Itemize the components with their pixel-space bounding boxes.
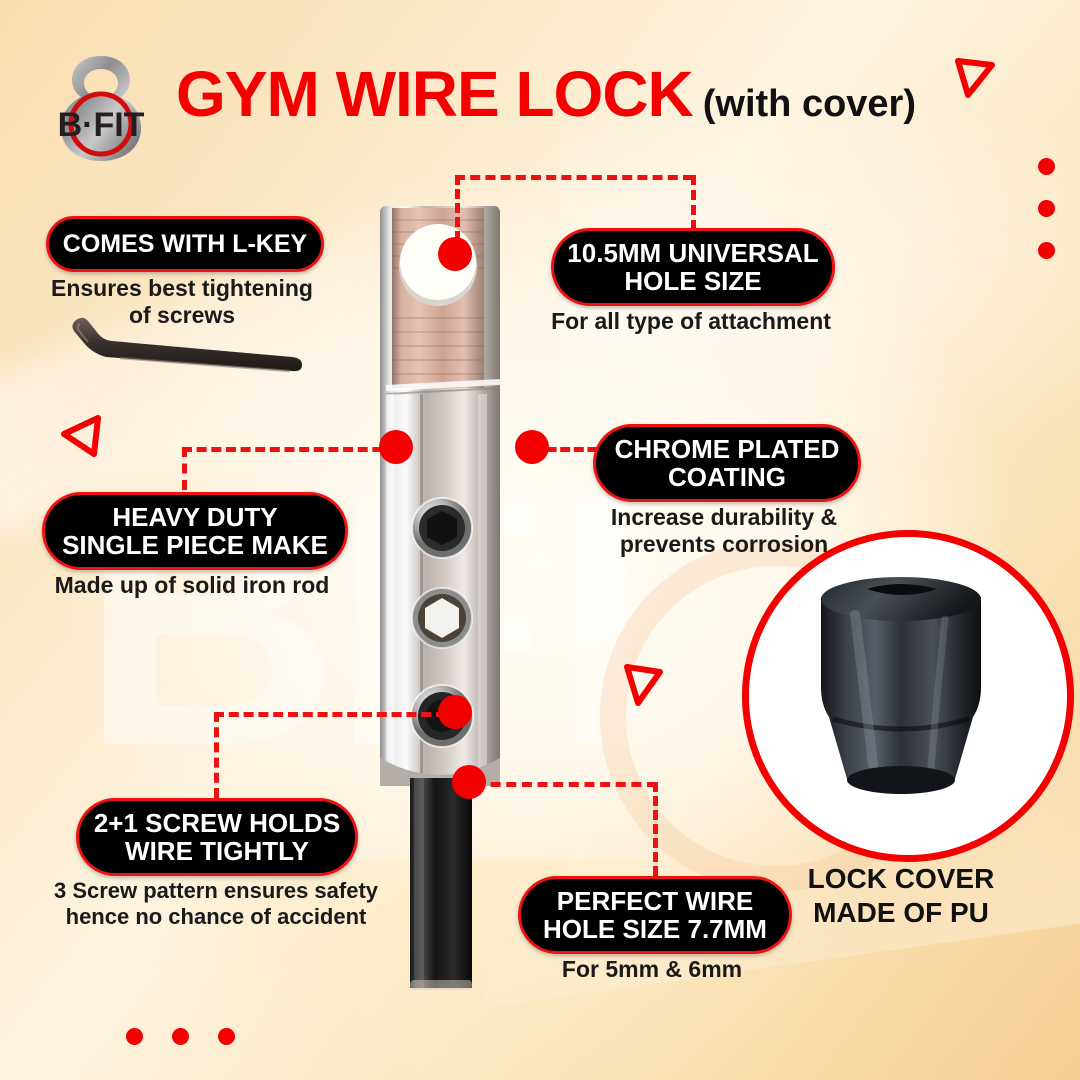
title-main: GYM WIRE LOCK <box>176 58 694 130</box>
caption-line: For all type of attachment <box>551 308 831 334</box>
feature-badge-hole-size: 10.5MM UNIVERSAL HOLE SIZE <box>551 228 835 306</box>
decor-triangle-icon <box>624 664 663 706</box>
decor-dot <box>126 1028 143 1045</box>
decor-dot <box>1038 200 1055 217</box>
feature-title-line2: COATING <box>668 462 786 492</box>
brand-logo-text: B·FIT <box>58 106 145 144</box>
feature-badge-wire-hole: PERFECT WIRE HOLE SIZE 7.7MM <box>518 876 792 954</box>
caption-line: hence no chance of accident <box>65 903 367 929</box>
lock-cover-label: LOCK COVER MADE OF PU <box>742 862 1060 930</box>
feature-badge-heavy-duty: HEAVY DUTY SINGLE PIECE MAKE <box>42 492 348 570</box>
title-subtitle: (with cover) <box>702 83 916 125</box>
decor-dot <box>218 1028 235 1045</box>
callout-dot <box>438 695 472 729</box>
connector-line <box>475 782 657 787</box>
feature-title-line2: HOLE SIZE 7.7MM <box>543 914 767 944</box>
caption-line: For 5mm & 6mm <box>561 956 743 982</box>
connector-line <box>182 447 187 490</box>
feature-caption-l-key: Ensures best tightening of screws <box>36 275 328 329</box>
caption-line: 3 Screw pattern ensures safety <box>53 878 379 903</box>
caption-line: prevents corrosion <box>619 531 829 558</box>
feature-caption-chrome: Increase durability & prevents corrosion <box>588 504 860 558</box>
feature-caption-wire-hole: For 5mm & 6mm <box>518 956 786 983</box>
callout-dot <box>379 430 413 464</box>
decor-dot <box>1038 158 1055 175</box>
connector-line <box>455 175 693 180</box>
connector-line <box>653 782 658 876</box>
page-title: GYM WIRE LOCK (with cover) <box>176 62 916 126</box>
lock-cover-image <box>742 530 1074 862</box>
feature-title-line1: HEAVY DUTY <box>112 501 278 532</box>
feature-badge-l-key: COMES WITH L-KEY <box>46 216 324 272</box>
cover-label-line: MADE OF PU <box>813 897 989 929</box>
feature-title-line1: 10.5MM UNIVERSAL <box>567 237 819 268</box>
feature-title-line2: SINGLE PIECE MAKE <box>62 530 328 560</box>
decor-dot <box>172 1028 189 1045</box>
decor-dot <box>1038 242 1055 259</box>
feature-title-line2: HOLE SIZE <box>624 266 762 296</box>
decor-triangle-icon <box>61 415 101 457</box>
feature-caption-screws: 3 Screw pattern ensures safety hence no … <box>42 878 390 930</box>
connector-line <box>533 447 611 452</box>
callout-dot <box>515 430 549 464</box>
callout-dot <box>452 765 486 799</box>
caption-line: of screws <box>128 302 236 329</box>
feature-caption-heavy-duty: Made up of solid iron rod <box>36 572 348 599</box>
caption-line: Increase durability & <box>610 504 838 530</box>
connector-line <box>691 175 696 230</box>
connector-line <box>214 712 446 717</box>
caption-line: Made up of solid iron rod <box>54 572 330 598</box>
decor-triangle-icon <box>955 58 995 98</box>
feature-badge-chrome: CHROME PLATED COATING <box>593 424 861 502</box>
feature-title-line1: CHROME PLATED <box>614 433 840 464</box>
feature-caption-hole-size: For all type of attachment <box>546 308 836 335</box>
allen-key-icon <box>72 317 303 373</box>
connector-line <box>455 175 460 255</box>
feature-title-line1: PERFECT WIRE <box>556 885 754 916</box>
connector-line <box>214 712 219 798</box>
callout-dot <box>438 237 472 271</box>
brand-logo: B·FIT <box>36 48 166 166</box>
feature-title: COMES WITH L-KEY <box>62 229 308 258</box>
caption-line: Ensures best tightening <box>51 275 313 301</box>
feature-badge-screws: 2+1 SCREW HOLDS WIRE TIGHTLY <box>76 798 358 876</box>
product-image <box>366 198 526 998</box>
feature-title-line2: WIRE TIGHTLY <box>125 836 309 866</box>
feature-title-line1: 2+1 SCREW HOLDS <box>93 807 341 838</box>
cover-label-line: LOCK COVER <box>807 863 995 894</box>
connector-line <box>182 447 397 452</box>
